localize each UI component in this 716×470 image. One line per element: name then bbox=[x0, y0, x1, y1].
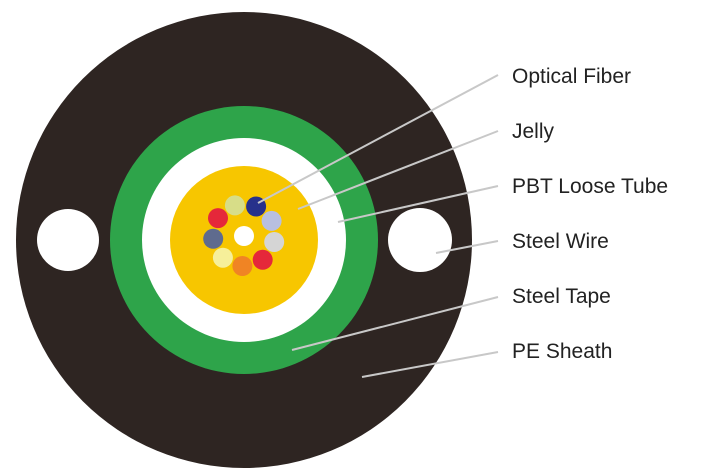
steel-wire-right bbox=[388, 208, 452, 272]
optical-fiber-8 bbox=[203, 228, 224, 249]
steel-wire-left bbox=[37, 209, 99, 271]
component-labels: Optical Fiber Jelly PBT Loose Tube Steel… bbox=[512, 65, 668, 363]
label-steel-tape: Steel Tape bbox=[512, 285, 611, 308]
optical-fiber-7 bbox=[212, 247, 233, 268]
leader-line-jelly bbox=[297, 130, 499, 210]
optical-fiber-6 bbox=[232, 256, 253, 276]
label-jelly: Jelly bbox=[512, 120, 555, 143]
optical-fiber-group bbox=[203, 195, 285, 276]
cable-cross-section bbox=[16, 12, 472, 468]
label-pbt-loose-tube: PBT Loose Tube bbox=[512, 175, 668, 198]
optical-fiber-9 bbox=[208, 208, 228, 229]
leader-lines bbox=[257, 74, 499, 378]
leader-line-optical-fiber bbox=[257, 74, 499, 204]
optical-fiber-4 bbox=[264, 232, 285, 252]
label-steel-wire: Steel Wire bbox=[512, 230, 609, 253]
optical-fiber-3 bbox=[261, 210, 282, 231]
leader-line-pbt-loose-tube bbox=[337, 185, 499, 223]
leader-line-steel-wire bbox=[435, 240, 499, 254]
leader-line-pe-sheath bbox=[361, 351, 499, 378]
leader-line-steel-tape bbox=[291, 296, 499, 351]
optical-fiber-5 bbox=[252, 249, 273, 270]
label-optical-fiber: Optical Fiber bbox=[512, 65, 631, 88]
optical-fiber-1 bbox=[224, 195, 245, 216]
label-pe-sheath: PE Sheath bbox=[512, 340, 612, 363]
fiber-center-space bbox=[234, 226, 254, 246]
